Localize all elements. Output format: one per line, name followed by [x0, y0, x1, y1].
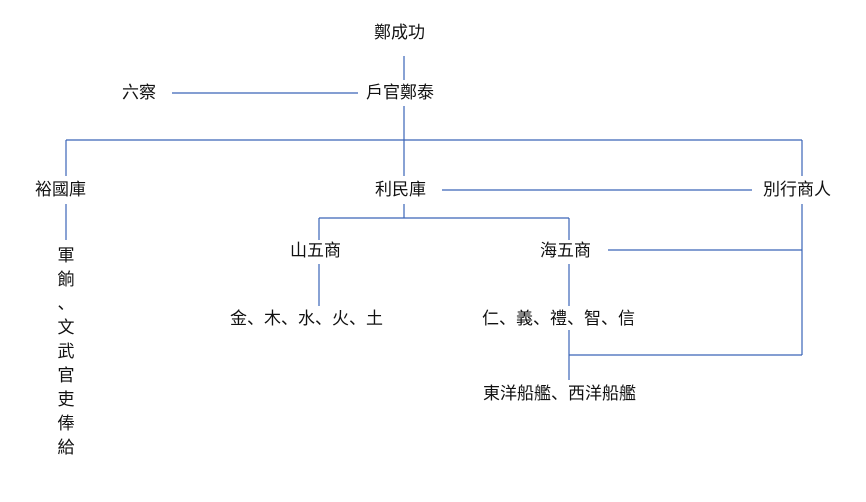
- node-yu-guo-ku: 裕國庫: [35, 180, 86, 200]
- node-hai-wu-shang: 海五商: [540, 241, 591, 261]
- vchar: 、: [57, 294, 75, 314]
- node-hai-branches: 仁、義、禮、智、信: [482, 309, 635, 329]
- vchar: 吏: [57, 390, 75, 410]
- node-bie-hang: 別行商人: [763, 180, 831, 200]
- vchar: 軍: [57, 246, 75, 266]
- vchar: 文: [57, 318, 75, 338]
- node-military-pay: 軍 餉 、 文 武 官 吏 俸 給: [54, 244, 78, 460]
- node-hu-guan: 戶官鄭泰: [366, 83, 434, 103]
- vchar: 武: [57, 342, 75, 362]
- node-shan-wu-shang: 山五商: [290, 241, 341, 261]
- node-shan-branches: 金、木、水、火、土: [230, 309, 383, 329]
- vchar: 官: [57, 366, 75, 386]
- node-ships: 東洋船艦、西洋船艦: [483, 384, 636, 404]
- vchar: 給: [57, 438, 75, 458]
- vchar: 餉: [57, 270, 75, 290]
- vchar: 俸: [57, 414, 75, 434]
- node-li-min-ku: 利民庫: [375, 180, 426, 200]
- node-liu-cha: 六察: [122, 83, 156, 103]
- node-zheng-chenggong: 鄭成功: [374, 23, 425, 43]
